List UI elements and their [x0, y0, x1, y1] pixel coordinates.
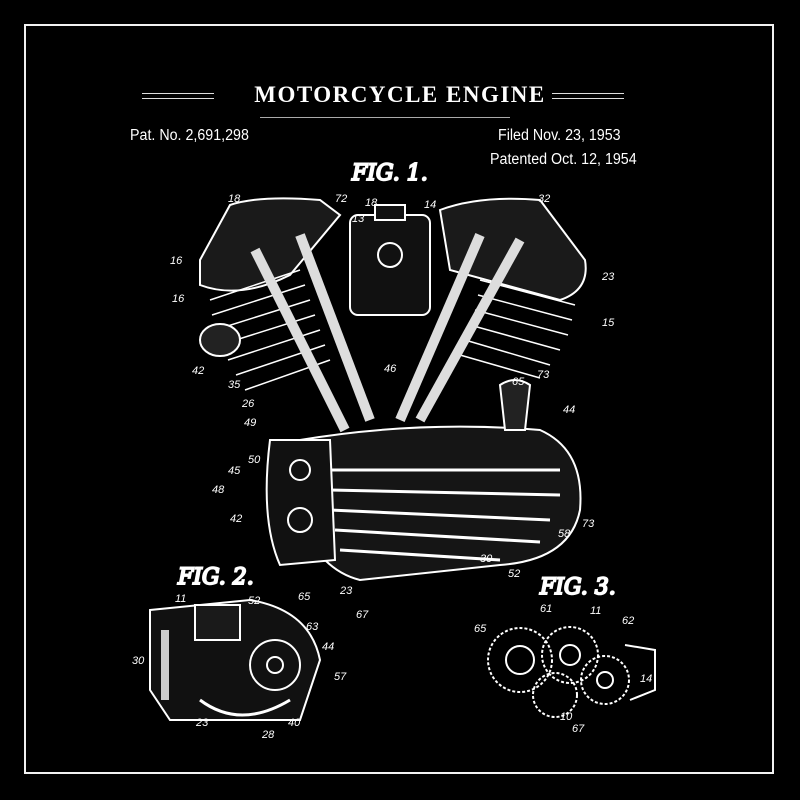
- engine-fig2: [149, 598, 322, 721]
- callout-number: 16: [170, 255, 183, 267]
- callout-number: 65: [512, 376, 525, 388]
- patent-number: Pat. No. 2,691,298: [130, 127, 249, 144]
- engine-fig1: [199, 197, 587, 582]
- callout-number: 44: [563, 404, 575, 416]
- callout-number: 42: [192, 365, 204, 377]
- callout-number: 23: [601, 271, 615, 283]
- poster-title: MOTORCYCLE ENGINE: [254, 82, 546, 107]
- callout-number: 26: [241, 398, 255, 410]
- callout-number: 16: [172, 293, 185, 305]
- callout-number: 65: [474, 623, 487, 635]
- callout-number: 28: [261, 729, 275, 741]
- callout-number: 50: [248, 454, 261, 466]
- callout-number: 18: [228, 193, 241, 205]
- callout-number: 10: [560, 711, 573, 723]
- title-rule-right: [552, 93, 624, 94]
- callout-number: 65: [298, 591, 311, 603]
- callout-number: 73: [537, 369, 550, 381]
- callout-number: 45: [228, 465, 241, 477]
- callout-number: 67: [572, 723, 585, 735]
- title-rule-right: [552, 98, 624, 99]
- patented-date: Patented Oct. 12, 1954: [490, 151, 637, 168]
- callout-number: 18: [365, 197, 378, 209]
- callout-number: 23: [339, 585, 353, 597]
- fig1-label: FIG. 1.: [351, 161, 428, 186]
- callout-number: 44: [322, 641, 334, 653]
- poster-frame: [24, 24, 774, 774]
- callout-number: 46: [384, 363, 397, 375]
- callout-number: 61: [540, 603, 552, 615]
- callout-number: 58: [558, 528, 571, 540]
- callout-number: 32: [538, 193, 550, 205]
- callout-number: 23: [195, 717, 209, 729]
- callout-number: 57: [334, 671, 347, 683]
- callout-number: 73: [582, 518, 595, 530]
- callout-number: 63: [306, 621, 319, 633]
- filed-date: Filed Nov. 23, 1953: [498, 127, 621, 144]
- callout-number: 14: [424, 199, 436, 211]
- callout-number: 11: [175, 593, 186, 605]
- callout-number: 52: [508, 568, 520, 580]
- callout-number: 30: [480, 553, 493, 565]
- title-rule-left: [142, 93, 214, 94]
- title-rule-left: [142, 98, 214, 99]
- callout-number: 35: [228, 379, 241, 391]
- fig2-label: FIG. 2.: [177, 565, 254, 590]
- callout-number: 67: [356, 609, 369, 621]
- callout-number: 49: [244, 417, 256, 429]
- callout-number: 48: [212, 484, 225, 496]
- callout-number: 15: [602, 317, 615, 329]
- callout-number: 11: [590, 605, 601, 617]
- callout-number: 30: [132, 655, 145, 667]
- callout-number: 72: [335, 193, 347, 205]
- engine-fig3: [487, 626, 656, 718]
- title-underline: [260, 117, 510, 118]
- callout-number: 52: [248, 595, 260, 607]
- fig3-label: FIG. 3.: [539, 575, 616, 600]
- callout-number: 62: [622, 615, 634, 627]
- callout-number: 40: [288, 717, 301, 729]
- callout-number: 14: [640, 673, 652, 685]
- callout-number: 42: [230, 513, 242, 525]
- callout-number: 13: [352, 213, 365, 225]
